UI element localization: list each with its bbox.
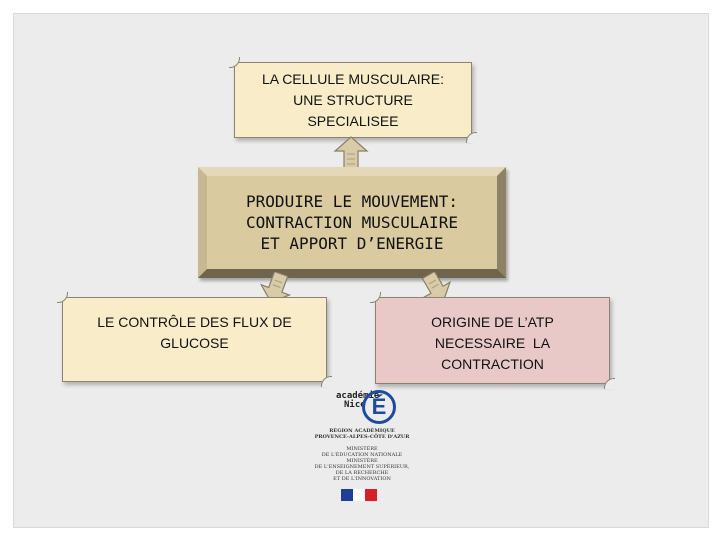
glucose-text: LE CONTRÔLE DES FLUX DE GLUCOSE xyxy=(97,312,292,354)
french-flag-icon xyxy=(341,488,377,501)
glucose-line-2: GLUCOSE xyxy=(160,335,229,351)
academie-nice-logo: académie Nice É RÉGION ACADÉMIQUE PROVEN… xyxy=(306,384,418,509)
glucose-scroll-box: LE CONTRÔLE DES FLUX DE GLUCOSE xyxy=(57,292,332,387)
atp-line-3: CONTRACTION xyxy=(441,356,544,372)
academie-wordmark: académie Nice xyxy=(336,391,380,410)
movement-line-3: ET APPORT D’ENERGIE xyxy=(260,234,444,253)
down-right-arrow-icon xyxy=(421,272,452,302)
up-arrow-icon xyxy=(333,136,369,170)
structure-scroll-box: LA CELLULE MUSCULAIRE: UNE STRUCTURE SPE… xyxy=(229,57,477,143)
atp-text: ORIGINE DE L’ATP NECESSAIRE LA CONTRACTI… xyxy=(431,312,554,375)
movement-line-1: PRODUIRE LE MOUVEMENT: xyxy=(246,192,458,211)
structure-line-3: SPECIALISEE xyxy=(307,112,399,129)
atp-scroll-box: ORIGINE DE L’ATP NECESSAIRE LA CONTRACTI… xyxy=(370,292,615,389)
structure-text: LA CELLULE MUSCULAIRE: UNE STRUCTURE SPE… xyxy=(262,69,444,132)
structure-line-2: UNE STRUCTURE xyxy=(293,91,413,108)
atp-line-1: ORIGINE DE L’ATP xyxy=(431,314,554,330)
region-label: RÉGION ACADÉMIQUE PROVENCE-ALPES-CÔTE D'… xyxy=(314,428,410,440)
structure-line-1: LA CELLULE MUSCULAIRE: xyxy=(261,70,445,87)
down-left-arrow-icon xyxy=(259,272,292,303)
glucose-line-1: LE CONTRÔLE DES FLUX DE xyxy=(97,314,292,330)
atp-line-2: NECESSAIRE LA xyxy=(434,335,551,351)
ministries-label: MINISTÈRE DE L'ÉDUCATION NATIONALE MINIS… xyxy=(314,446,410,482)
movement-bevel-box: PRODUIRE LE MOUVEMENT: CONTRACTION MUSCU… xyxy=(198,167,506,278)
movement-line-2: CONTRACTION MUSCULAIRE xyxy=(246,213,458,232)
academie-e-icon: É xyxy=(362,390,396,424)
movement-text: PRODUIRE LE MOUVEMENT: CONTRACTION MUSCU… xyxy=(246,191,458,254)
